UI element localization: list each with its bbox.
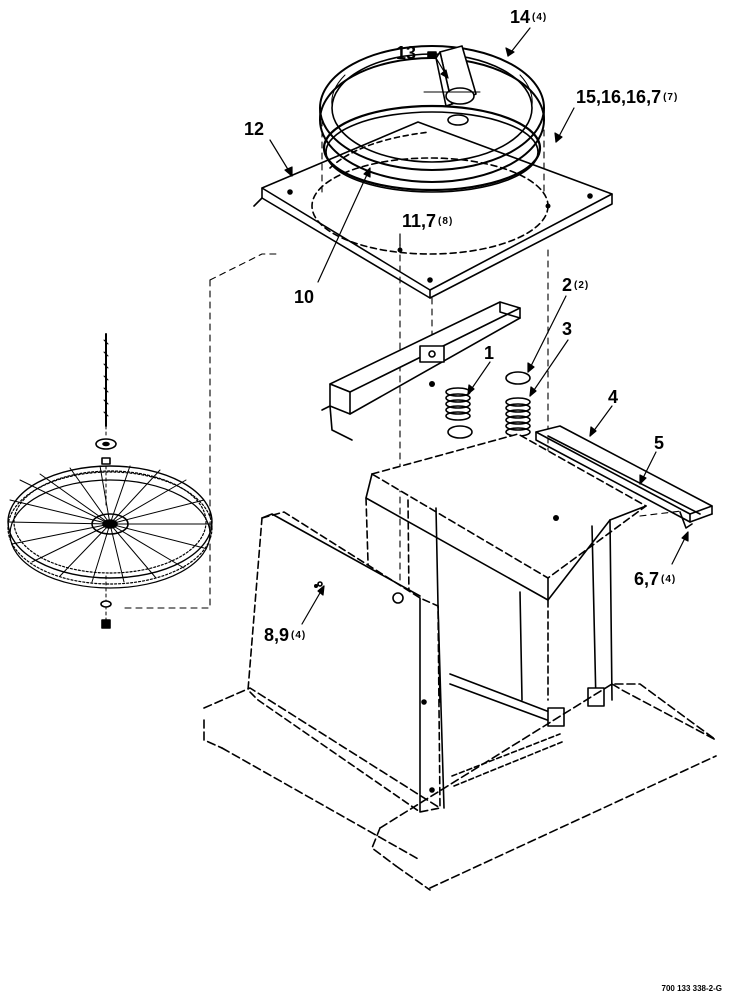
- callout-2: 2(2): [562, 276, 589, 295]
- callout-12-number: 12: [244, 119, 265, 139]
- callout-12: 12: [244, 120, 266, 139]
- callout-11-number: 11,7: [402, 211, 437, 231]
- callout-5: 5: [654, 434, 666, 453]
- callout-14: 14(4): [510, 8, 547, 27]
- callout-6-number: 6,7: [634, 569, 660, 589]
- callout-13: 13: [396, 44, 418, 63]
- slide-rail: [535, 425, 713, 529]
- callout-14-qty: (4): [532, 12, 548, 23]
- callout-14-number: 14: [510, 7, 531, 27]
- callout-10-number: 10: [294, 287, 315, 307]
- spring-3: [505, 371, 531, 437]
- callout-11-qty: (8): [438, 216, 454, 227]
- callout-10: 10: [294, 288, 316, 307]
- cross-bracket: [321, 301, 521, 441]
- callout-8: 8,9(4): [264, 626, 306, 645]
- wheel-shaft: [95, 333, 117, 631]
- spoked-wheel: [7, 465, 213, 589]
- callout-13-number: 13: [396, 43, 417, 63]
- base-beams: [203, 683, 717, 891]
- callout-3-number: 3: [562, 319, 573, 339]
- callout-5-number: 5: [654, 433, 665, 453]
- lower-frame: [449, 673, 605, 787]
- callout-4-number: 4: [608, 387, 619, 407]
- callout-6: 6,7(4): [634, 570, 676, 589]
- callout-15-number: 15,16,16,7: [576, 87, 662, 107]
- callout-6-qty: (4): [661, 574, 677, 585]
- callout-3: 3: [562, 320, 574, 339]
- callout-11: 11,7(8): [402, 212, 453, 231]
- top-plate: [253, 121, 613, 299]
- callout-4: 4: [608, 388, 620, 407]
- callout-2-qty: (2): [574, 280, 590, 291]
- hardware-dots: [314, 203, 559, 588]
- callout-1-number: 1: [484, 343, 495, 363]
- center-hub: [423, 45, 481, 126]
- callout-8-qty: (4): [291, 630, 307, 641]
- callout-2-number: 2: [562, 275, 573, 295]
- leader-lines: [269, 27, 689, 625]
- drawing-number: 700 133 338-2-G: [661, 984, 723, 993]
- side-frame: [247, 511, 445, 813]
- callout-15-qty: (7): [663, 92, 679, 103]
- callout-15: 15,16,16,7(7): [576, 88, 678, 107]
- callout-8-number: 8,9: [264, 625, 290, 645]
- base-box: [365, 433, 647, 705]
- callout-1: 1: [484, 344, 496, 363]
